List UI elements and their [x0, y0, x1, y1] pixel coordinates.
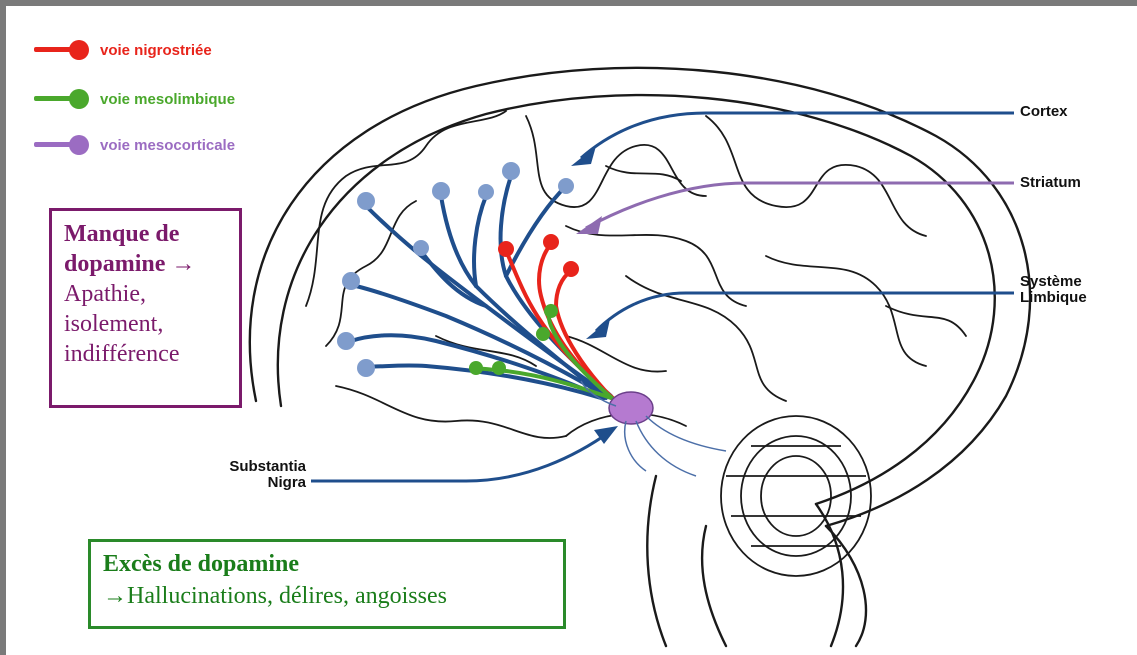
- systeme-limbique-line1: Système: [1020, 274, 1087, 290]
- dopamine-excess-title: Excès de dopamine: [103, 548, 551, 580]
- dopamine-excess-box: Excès de dopamine →Hallucinations, délir…: [88, 539, 566, 629]
- substantia-nigra-label: Substantia Nigra: [194, 459, 306, 491]
- dopamine-lack-box: Manque de dopamine → Apathie, isolement,…: [49, 208, 242, 408]
- dopamine-lack-line2: isolement,: [64, 309, 227, 339]
- substantia-nigra-line1: Substantia: [194, 459, 306, 475]
- legend-item-mesolimbic: voie mesolimbique: [34, 89, 235, 109]
- cortex-arrowhead: [571, 146, 596, 166]
- dopamine-lack-line1: Apathie,: [64, 279, 227, 309]
- nigra-pointer: [311, 431, 611, 481]
- systeme-limbique-label: Système Limbique: [1020, 274, 1087, 306]
- dopamine-lack-line3: indifférence: [64, 339, 227, 369]
- legend-swatch-nigrostriatal: [34, 40, 92, 60]
- striatum-pointer: [586, 183, 1014, 228]
- legend-swatch-mesocortical: [34, 135, 92, 155]
- limbic-pointer: [596, 293, 1014, 331]
- legend-label-nigrostriatal: voie nigrostriée: [100, 42, 212, 59]
- systeme-limbique-line2: Limbique: [1020, 290, 1087, 306]
- cortex-label: Cortex: [1020, 104, 1068, 120]
- dopamine-lack-title-line1: Manque de: [64, 219, 227, 249]
- legend-item-nigrostriatal: voie nigrostriée: [34, 40, 212, 60]
- brain-folds: [306, 111, 966, 438]
- legend-item-mesocortical: voie mesocorticale: [34, 135, 235, 155]
- legend-label-mesolimbic: voie mesolimbique: [100, 91, 235, 108]
- dopamine-excess-body: →Hallucinations, délires, angoisses: [103, 580, 551, 612]
- pointer-lines: [311, 113, 1014, 481]
- cortex-pointer: [581, 113, 1014, 158]
- striatum-arrowhead: [576, 216, 602, 234]
- dopamine-lack-title-line2: dopamine →: [64, 249, 227, 279]
- legend-label-mesocortical: voie mesocorticale: [100, 137, 235, 154]
- cerebellum: [721, 416, 871, 576]
- limbic-arrowhead: [586, 319, 610, 339]
- legend-swatch-mesolimbic: [34, 89, 92, 109]
- striatum-label: Striatum: [1020, 175, 1081, 191]
- substantia-nigra-line2: Nigra: [194, 475, 306, 491]
